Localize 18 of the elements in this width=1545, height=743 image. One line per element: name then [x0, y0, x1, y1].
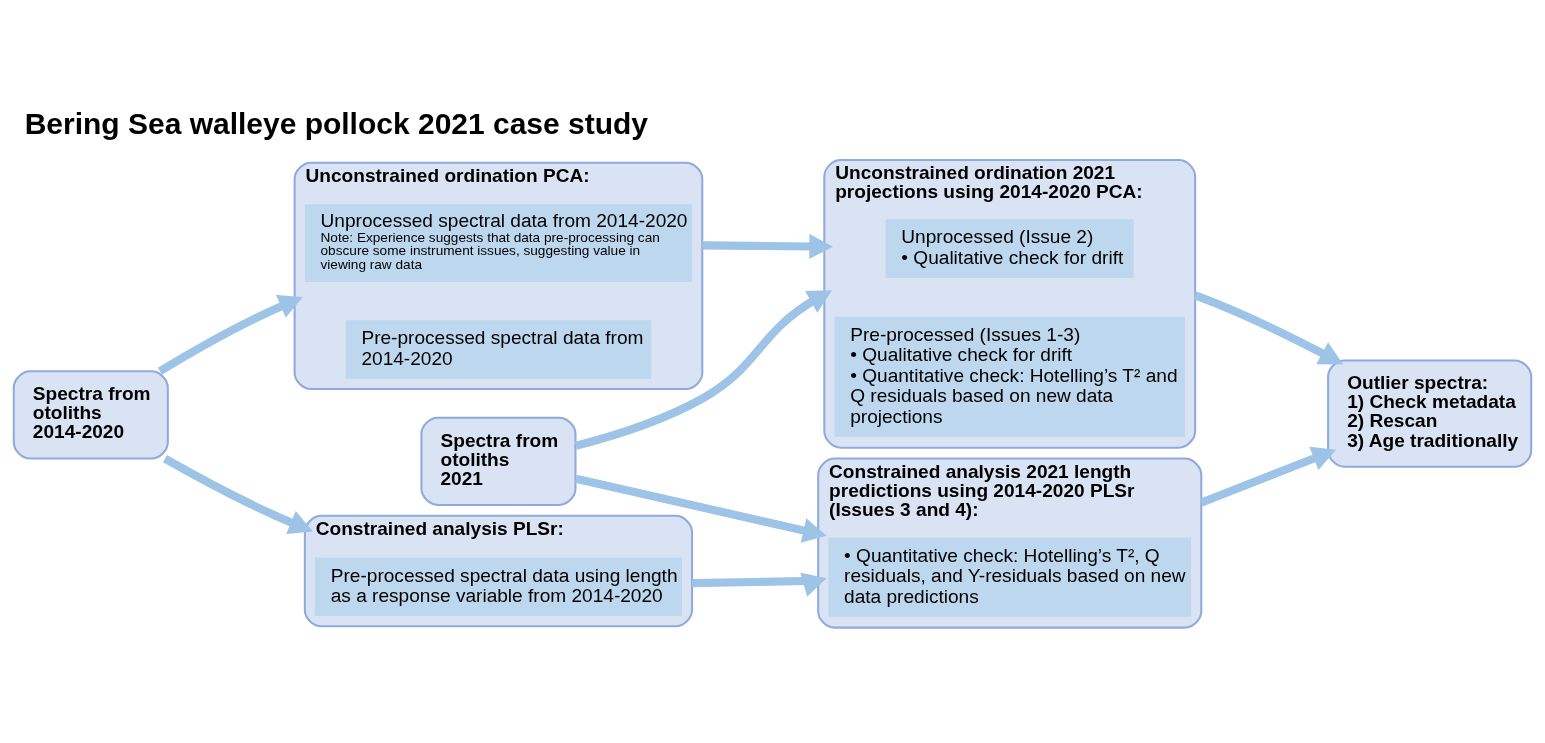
node-box: • Quantitative check: Hotelling’s T², Q residuals, and Y-residuals based on new data predictions	[828, 537, 1192, 617]
node-box: Outlier spectra: 1) Check metadata 2) Rescan 3) Age traditionally	[1327, 358, 1533, 468]
arrow	[1199, 446, 1337, 506]
node-box: Spectra from otoliths 2014-2020	[12, 369, 169, 460]
node-box: Unprocessed (Issue 2) • Qualitative check for drift	[885, 218, 1134, 278]
node-box: Unprocessed spectral data from 2014-2020 Note: Experience suggests that data pre-processing can obscure some instrument issues, suggesting value in viewing raw data	[304, 203, 693, 282]
node-box: Pre-processed (Issues 1-3) • Qualitative check for drift • Quantitative check: Hotelling’s T² and Q residuals based on new data projections	[834, 316, 1185, 437]
node-box: Pre-processed spectral data using length as a response variable from 2014-2020	[315, 556, 682, 616]
node-box: Spectra from otoliths 2021	[420, 416, 577, 506]
arrow	[574, 289, 832, 450]
arrow	[702, 233, 834, 259]
arrow	[692, 572, 827, 597]
node-box: Pre-processed spectral data from 2014-2020	[345, 319, 652, 379]
arrow	[1193, 291, 1344, 364]
arrow	[575, 474, 827, 543]
diagram-title: Bering Sea walleye pollock 2021 case study	[24, 106, 648, 140]
arrow	[157, 294, 303, 375]
arrow	[162, 454, 313, 534]
